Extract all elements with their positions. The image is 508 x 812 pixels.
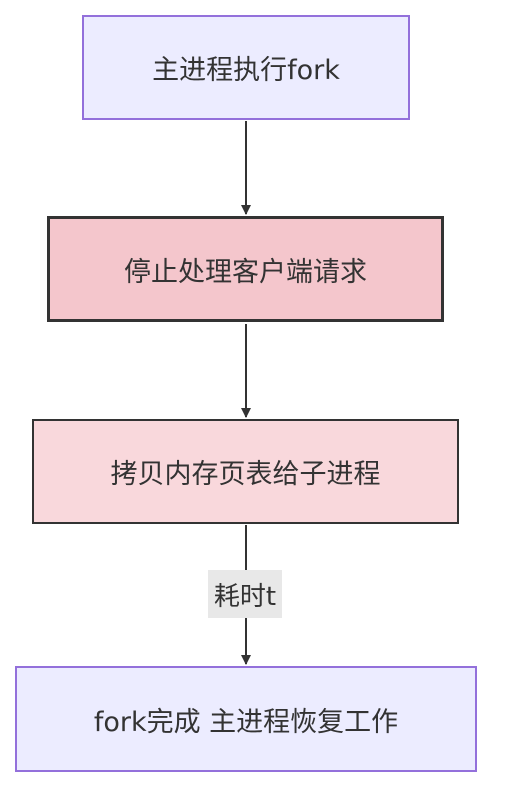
edge-label-text: 耗时t xyxy=(213,581,277,612)
edge-label-time: 耗时t xyxy=(208,570,282,618)
node-label: 拷贝内存页表给子进程 xyxy=(110,459,381,490)
node-stop-client-requests: 停止处理客户端请求 xyxy=(47,216,444,322)
node-main-process-fork: 主进程执行fork xyxy=(82,15,410,120)
node-copy-page-table: 拷贝内存页表给子进程 xyxy=(32,419,459,524)
node-label: fork完成 主进程恢复工作 xyxy=(93,706,399,738)
node-label: 主进程执行fork xyxy=(152,55,340,86)
node-label: 停止处理客户端请求 xyxy=(124,256,367,288)
node-fork-complete: fork完成 主进程恢复工作 xyxy=(15,666,477,772)
